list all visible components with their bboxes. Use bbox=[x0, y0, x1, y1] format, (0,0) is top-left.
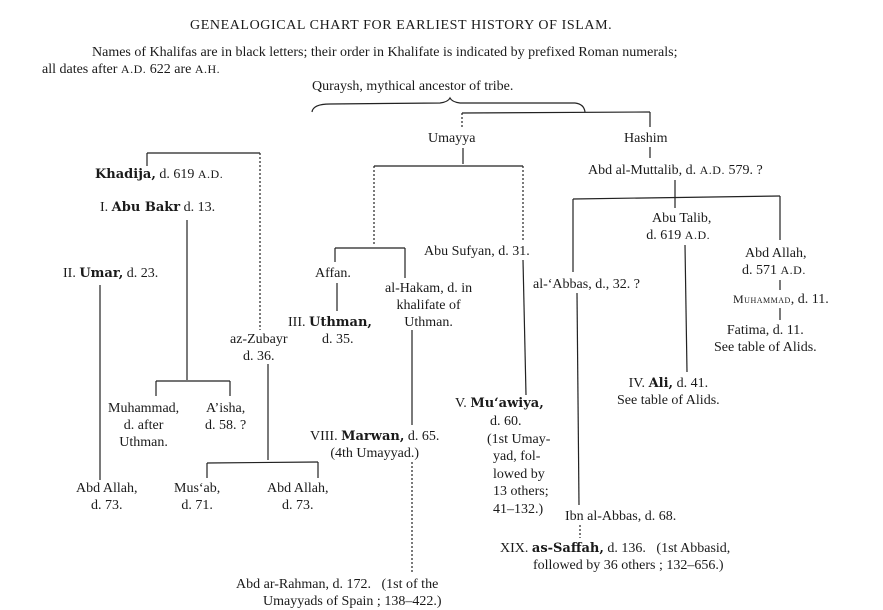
text: Muhammad, bbox=[108, 401, 180, 416]
subtitle-line1: Names of Khalifas are in black letters; … bbox=[92, 45, 678, 60]
text: d. 60. bbox=[490, 414, 522, 429]
text: V. bbox=[455, 396, 471, 411]
text: d. 58. ? bbox=[205, 418, 247, 433]
node-muhammad: Muhammad, d. 11. bbox=[733, 291, 829, 308]
text: lowed by bbox=[493, 466, 545, 482]
text: A.D. bbox=[197, 167, 224, 181]
text: d. after bbox=[123, 418, 164, 433]
text: A.D. bbox=[699, 163, 725, 177]
node-umar: II. Umar, d. 23. bbox=[63, 265, 158, 282]
text: VIII. bbox=[310, 429, 342, 444]
text: Uthman, bbox=[309, 315, 372, 330]
text: Abd Allah, bbox=[745, 246, 807, 261]
node-fatima: Fatima, d. 11. See table of Alids. bbox=[714, 322, 817, 356]
text: II. bbox=[63, 266, 80, 281]
text: Marwan, bbox=[341, 429, 405, 444]
text: d. 571 bbox=[742, 263, 781, 278]
text: d. 619 bbox=[646, 228, 685, 243]
text: khalifate of bbox=[396, 298, 461, 313]
text: yad, fol- bbox=[493, 449, 541, 464]
text: 41–132.) bbox=[493, 501, 544, 517]
text: az-Zubayr bbox=[230, 332, 288, 347]
text: I. bbox=[100, 200, 112, 215]
quraysh-brace bbox=[311, 96, 586, 113]
text: Fatima, d. 11. bbox=[726, 323, 804, 338]
text: Abd al-Muttalib, d. bbox=[588, 163, 700, 178]
text: A.D. bbox=[120, 62, 147, 76]
node-as-saffah-note: followed by 36 others ; 132–656.) bbox=[533, 558, 724, 573]
text: 622 are bbox=[146, 62, 195, 77]
node-abd-ar-rahman-note: Umayyads of Spain ; 138–422.) bbox=[263, 594, 442, 609]
text: Uthman. bbox=[404, 315, 453, 330]
node-al-abbas: al-‘Abbas, d., 32. ? bbox=[533, 277, 640, 292]
node-al-hakam: al-Hakam, d. in khalifate of Uthman. bbox=[385, 280, 472, 331]
node-abd-allah-ibn-umar: Abd Allah, d. 73. bbox=[76, 480, 137, 514]
node-abd-allah-ibn-zubayr: Abd Allah, d. 73. bbox=[267, 480, 328, 514]
text: 579. ? bbox=[724, 163, 763, 178]
node-muawiya: V. Mu‘awiya, bbox=[455, 395, 544, 412]
text: (1st Umay- bbox=[487, 431, 551, 447]
text: Abd Allah, bbox=[267, 481, 329, 496]
text: d. 41. bbox=[673, 376, 709, 391]
node-affan: Affan. bbox=[315, 266, 351, 281]
node-uthman: III. Uthman, bbox=[288, 314, 372, 331]
node-muawiya-note: d. 60. (1st Umay-yad, fol-lowed by 13 othe… bbox=[487, 413, 550, 518]
text: See table of Alids. bbox=[714, 340, 817, 355]
text: XIX. bbox=[500, 541, 532, 556]
text: d. 619 bbox=[155, 167, 198, 182]
node-abd-ar-rahman: Abd ar-Rahman, d. 172. (1st of the bbox=[236, 577, 439, 592]
text: A.H. bbox=[194, 62, 221, 76]
text: Umar, bbox=[79, 266, 124, 281]
text: 13 others; bbox=[493, 484, 549, 499]
node-quraysh: Quraysh, mythical ancestor of tribe. bbox=[312, 79, 514, 94]
text: d. 36. bbox=[243, 349, 275, 364]
text: See table of Alids. bbox=[617, 393, 720, 408]
text: d. 23. bbox=[123, 266, 159, 281]
node-khadija: Khadija, d. 619 A.D. bbox=[95, 166, 223, 183]
node-abu-bakr: I. Abu Bakr d. 13. bbox=[100, 199, 215, 216]
text: Abu Bakr bbox=[111, 200, 181, 215]
node-abd-allah-father: Abd Allah, d. 571 A.D. bbox=[742, 245, 806, 279]
text: Abu Talib, bbox=[652, 211, 712, 226]
node-ibn-al-abbas: Ibn al-Abbas, d. 68. bbox=[565, 509, 677, 524]
text: (4th Umayyad.) bbox=[330, 446, 420, 461]
node-abu-talib: Abu Talib, d. 619 A.D. bbox=[646, 210, 712, 244]
text: Mu‘awiya, bbox=[470, 396, 544, 411]
text: d. 73. bbox=[90, 498, 123, 513]
text: A.D. bbox=[684, 228, 711, 242]
text: Mus‘ab, bbox=[174, 481, 221, 496]
text: al-Hakam, d. in bbox=[385, 281, 473, 296]
chart-title: GENEALOGICAL CHART FOR EARLIEST HISTORY … bbox=[190, 18, 613, 33]
text: Ali, bbox=[648, 376, 674, 391]
text: d. 71. bbox=[181, 498, 213, 513]
node-abu-sufyan: Abu Sufyan, d. 31. bbox=[424, 244, 530, 259]
node-umayya: Umayya bbox=[428, 131, 476, 146]
node-as-saffah: XIX. as-Saffah, d. 136. (1st Abbasid, bbox=[500, 540, 730, 557]
node-aisha: A’isha, d. 58. ? bbox=[205, 400, 246, 434]
text: all dates after bbox=[42, 62, 121, 77]
text: III. bbox=[288, 315, 309, 330]
text: Muhammad bbox=[733, 292, 791, 306]
text: A.D. bbox=[780, 263, 806, 277]
text: Abd Allah, bbox=[76, 481, 138, 496]
text: Khadija, bbox=[95, 167, 156, 182]
text: d. 136. (1st Abbasid, bbox=[603, 541, 731, 556]
text: d. 65. bbox=[404, 429, 440, 444]
text: IV. bbox=[628, 376, 649, 391]
node-hashim: Hashim bbox=[624, 131, 668, 146]
node-marwan: VIII. Marwan, d. 65. (4th Umayyad.) bbox=[310, 428, 439, 462]
text: as-Saffah, bbox=[531, 541, 604, 556]
text: d. 73. bbox=[281, 498, 314, 513]
text: A’isha, bbox=[205, 401, 246, 416]
text: Uthman. bbox=[119, 435, 168, 450]
node-az-zubayr: az-Zubayr d. 36. bbox=[230, 331, 288, 365]
node-abd-al-muttalib: Abd al-Muttalib, d. A.D. 579. ? bbox=[588, 162, 763, 179]
node-uthman-death: d. 35. bbox=[322, 332, 354, 347]
subtitle-line2: all dates after A.D. 622 are A.H. bbox=[42, 61, 220, 78]
node-musab: Mus‘ab, d. 71. bbox=[174, 480, 220, 514]
text: d. 13. bbox=[180, 200, 216, 215]
text: , d. 11. bbox=[790, 292, 829, 307]
node-ali: IV. Ali, d. 41. See table of Alids. bbox=[617, 375, 720, 409]
